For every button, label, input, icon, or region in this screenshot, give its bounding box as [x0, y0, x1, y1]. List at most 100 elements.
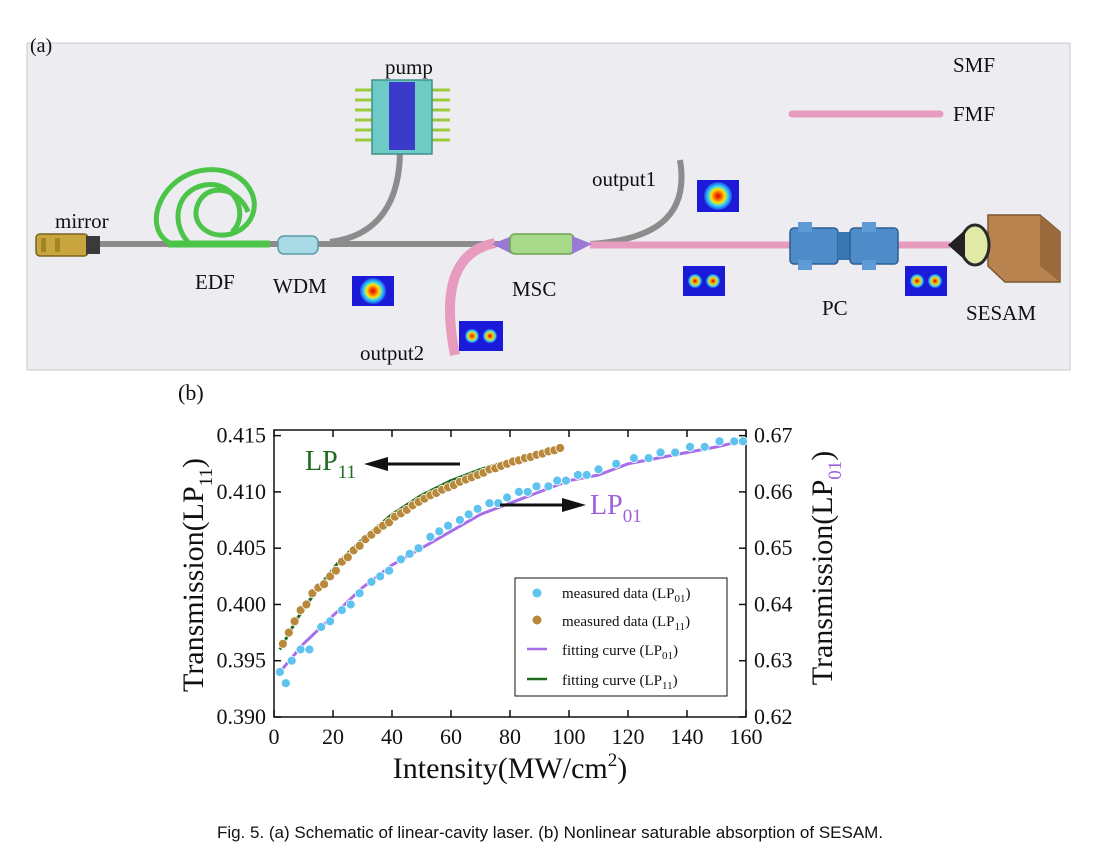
- callout-lp01: LP01: [500, 490, 642, 527]
- x-tick-label: 120: [612, 724, 645, 749]
- mode-image-lp01-wdm: [352, 276, 394, 306]
- y-axis-left-ticks: 0.390 0.395 0.400 0.405 0.410 0.415: [217, 423, 281, 729]
- data-point: [366, 577, 377, 587]
- callout-lp01-label: LP01: [590, 490, 642, 527]
- x-tick-label: 60: [440, 724, 462, 749]
- data-point: [655, 447, 666, 458]
- y-axis-right-ticks: 0.620.630.640.650.660.67: [739, 423, 793, 729]
- pc-component: [789, 222, 899, 270]
- y-right-tick-label: 0.65: [754, 535, 793, 560]
- mirror-component: [35, 233, 100, 257]
- data-point: [555, 443, 565, 453]
- y-axis-left-title: Transmission(LP11): [177, 458, 217, 692]
- legend-smf-label: SMF: [953, 53, 995, 77]
- data-point: [552, 475, 563, 486]
- sesam-label: SESAM: [966, 301, 1036, 325]
- data-point: [354, 541, 365, 551]
- legend-item-1: measured data (LP01): [562, 586, 690, 605]
- msc-component: [492, 233, 592, 255]
- callout-lp11: LP11: [305, 446, 460, 483]
- data-point: [643, 453, 654, 464]
- y-left-tick-label: 0.400: [217, 591, 267, 616]
- mode-image-lp11-pc: [905, 266, 947, 296]
- mirror-label: mirror: [55, 209, 109, 233]
- data-point: [472, 503, 483, 514]
- x-tick-label: 40: [381, 724, 403, 749]
- data-point: [593, 464, 604, 475]
- data-point: [342, 552, 353, 563]
- data-point: [280, 678, 291, 689]
- measured-points: [274, 436, 748, 689]
- data-point: [345, 599, 356, 610]
- data-point: [434, 526, 445, 537]
- callout-lp01-arrowhead: [562, 498, 586, 512]
- data-point: [714, 436, 725, 447]
- edf-label: EDF: [195, 270, 235, 294]
- data-point: [354, 588, 365, 599]
- data-point: [277, 638, 288, 649]
- x-tick-label: 160: [730, 724, 763, 749]
- y-right-tick-label: 0.67: [754, 423, 793, 448]
- data-point: [522, 486, 533, 497]
- data-point: [301, 599, 312, 610]
- data-point: [384, 565, 395, 576]
- sesam-component: [948, 214, 1061, 283]
- data-point: [531, 481, 542, 492]
- y-left-tick-label: 0.405: [217, 535, 267, 560]
- data-point: [573, 470, 583, 480]
- figure-caption: Fig. 5. (a) Schematic of linear-cavity l…: [216, 823, 884, 842]
- y-left-tick-label: 0.395: [217, 648, 267, 673]
- x-tick-label: 80: [499, 724, 521, 749]
- data-point: [502, 492, 513, 503]
- data-point: [463, 509, 474, 520]
- data-point: [561, 475, 571, 486]
- output2-fiber: [444, 238, 497, 356]
- data-point: [336, 605, 347, 615]
- data-point: [274, 667, 285, 677]
- fit-curve-line: [278, 439, 741, 673]
- x-axis-title: Intensity(MW/cm2): [393, 750, 627, 785]
- callout-lp11-label: LP11: [305, 446, 356, 483]
- panel-a-background: [26, 42, 1071, 371]
- msc-label: MSC: [512, 277, 556, 301]
- wdm-component: [277, 235, 319, 255]
- data-point: [543, 481, 554, 492]
- data-point: [413, 543, 424, 554]
- data-point: [738, 436, 748, 447]
- data-point: [404, 548, 415, 559]
- panel-a: (a) mirror WDM EDF: [26, 35, 1071, 371]
- data-point: [395, 554, 406, 565]
- data-point: [316, 622, 327, 632]
- y-right-tick-label: 0.63: [754, 648, 793, 673]
- data-point: [325, 616, 336, 627]
- data-point: [581, 470, 592, 480]
- data-point: [375, 571, 386, 582]
- data-point: [484, 498, 495, 509]
- data-point: [319, 579, 330, 590]
- data-point: [685, 441, 695, 452]
- data-point: [514, 486, 524, 497]
- mode-image-lp11-output2: [459, 321, 503, 351]
- pc-label: PC: [822, 296, 848, 320]
- pump-fiber: [329, 149, 403, 245]
- data-point: [670, 447, 681, 458]
- wdm-label: WDM: [273, 274, 327, 298]
- panel-a-legend: SMF FMF: [782, 53, 995, 126]
- y-left-tick-label: 0.415: [217, 423, 267, 448]
- y-left-tick-label: 0.390: [217, 704, 267, 729]
- legend-marker-lp11-data: [532, 615, 542, 625]
- x-tick-label: 140: [671, 724, 704, 749]
- x-tick-label: 20: [322, 724, 344, 749]
- mode-image-lp11-fmf: [683, 266, 725, 296]
- y-left-tick-label: 0.410: [217, 479, 267, 504]
- chart-legend: measured data (LP01) measured data (LP11…: [514, 577, 728, 697]
- data-point: [611, 458, 622, 469]
- data-point: [289, 616, 300, 627]
- data-point: [307, 588, 318, 599]
- output2-label: output2: [360, 341, 424, 365]
- data-point: [454, 515, 465, 525]
- data-point: [283, 627, 294, 638]
